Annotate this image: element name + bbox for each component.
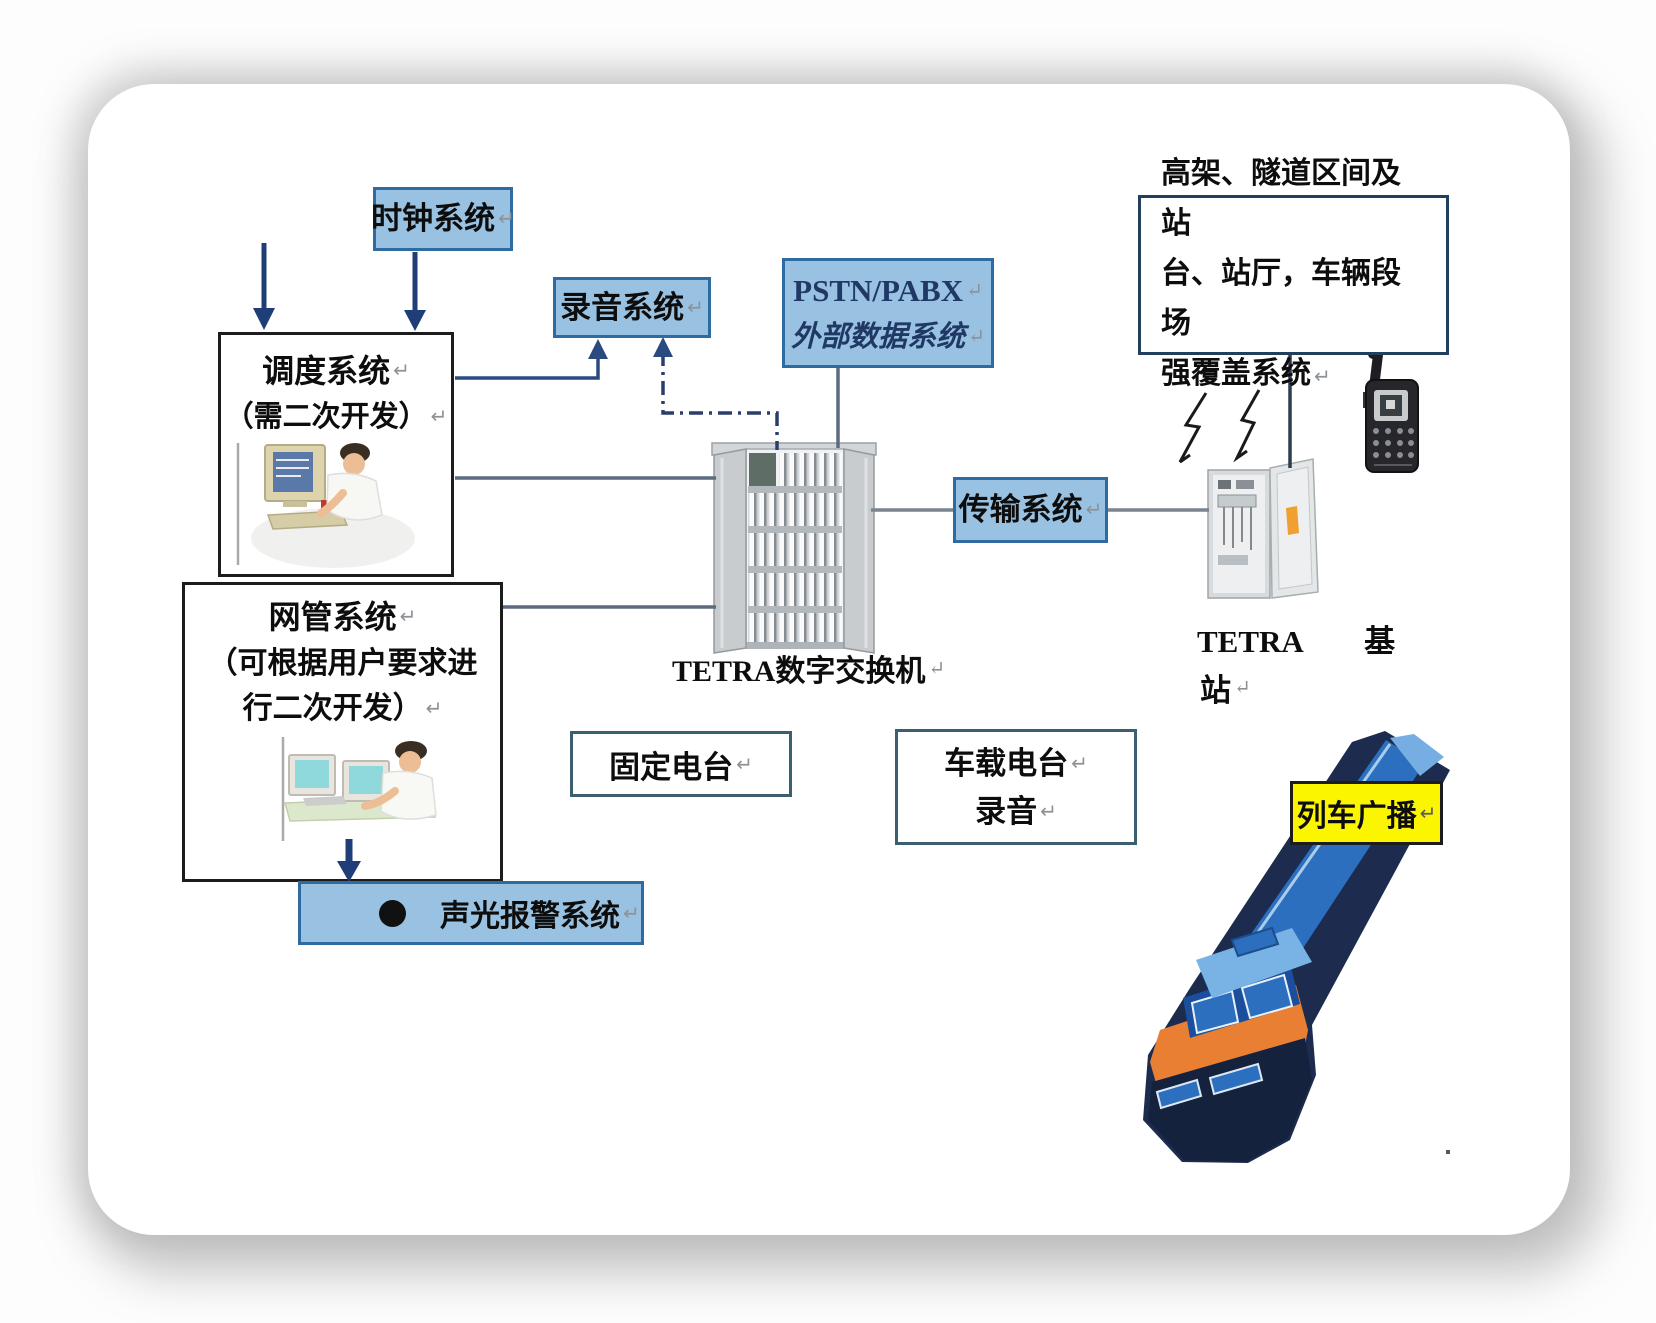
coverage-line1: 高架、隧道区间及站 (1161, 156, 1401, 240)
nms-line1: 网管系统 (268, 599, 397, 635)
coverage-system-box: 高架、隧道区间及站 台、站厅，车辆段场 强覆盖系统↵ (1138, 157, 1449, 390)
return-mark: ↵ (498, 208, 515, 230)
vehicle-radio-box: 车载电台↵ 录音↵ (895, 729, 1137, 845)
clock-system-box: 时钟系统↵ (371, 187, 515, 251)
clock-system-label: 时钟系统 (371, 201, 496, 236)
return-mark: ↵ (430, 406, 448, 428)
train-broadcast-label: 列车广播 (1296, 800, 1417, 833)
recording-system-label: 录音系统 (560, 289, 685, 325)
return-mark: ↵ (399, 606, 417, 628)
return-mark: ↵ (425, 698, 443, 720)
return-mark: ↵ (928, 657, 946, 680)
alarm-system-label: 声光报警系统 (440, 900, 620, 933)
transmission-system-box: 传输系统↵ (953, 477, 1108, 543)
return-mark: ↵ (1085, 499, 1103, 521)
pstn-line2: 外部数据系统 (791, 321, 966, 353)
fixed-radio-box: 固定电台↵ (570, 731, 792, 797)
coverage-line3: 强覆盖系统↵ (1161, 356, 1331, 390)
nms-line2: （可根据用户要求进 (207, 647, 478, 680)
nms-line3: 行二次开发） (242, 692, 423, 725)
return-mark: ↵ (968, 326, 985, 348)
vehicle-radio-line2: 录音 (975, 794, 1038, 829)
dispatcher-workstation-clipart (236, 443, 415, 568)
return-mark: ↵ (687, 296, 704, 319)
coverage-line2: 台、站厅，车辆段场 (1161, 256, 1401, 340)
return-mark: ↵ (393, 360, 410, 382)
switch-caption: TETRA数字交换机↵ (672, 655, 946, 688)
vehicle-radio-line1: 车载电台 (944, 746, 1069, 781)
return-mark: ↵ (1040, 801, 1057, 823)
pstn-pabx-box: PSTN/PABX↵ 外部数据系统↵ (782, 258, 994, 368)
return-mark: ↵ (1071, 753, 1088, 775)
return-mark: ↵ (1234, 677, 1251, 699)
return-mark: ↵ (966, 280, 983, 302)
dispatch-line1: 调度系统 (262, 353, 391, 389)
return-mark: ↵ (623, 902, 640, 925)
bts-caption-line2: 站↵ (1200, 673, 1251, 708)
fixed-radio-label: 固定电台 (609, 749, 734, 785)
dispatch-system-box: 调度系统↵ （需二次开发）↵ (218, 332, 454, 577)
nms-workstation-clipart (281, 737, 437, 882)
bullet-icon (379, 899, 406, 927)
pstn-line1: PSTN/PABX (793, 273, 964, 308)
bts-caption-line1: TETRA 基 (1197, 624, 1396, 659)
return-mark: ↵ (736, 753, 753, 776)
dispatch-line2: （需二次开发） (224, 401, 428, 433)
recording-system-box: 录音系统↵ (553, 277, 711, 338)
return-mark: ↵ (1314, 365, 1331, 388)
stray-dot (1446, 1150, 1450, 1154)
alarm-system-box: 声光报警系统↵ (298, 881, 644, 945)
network-management-box: 网管系统↵ （可根据用户要求进 行二次开发）↵ (182, 582, 503, 882)
train-broadcast-box: 列车广播↵ (1290, 781, 1443, 845)
return-mark: ↵ (1419, 802, 1437, 825)
transmission-system-label: 传输系统 (958, 492, 1083, 527)
